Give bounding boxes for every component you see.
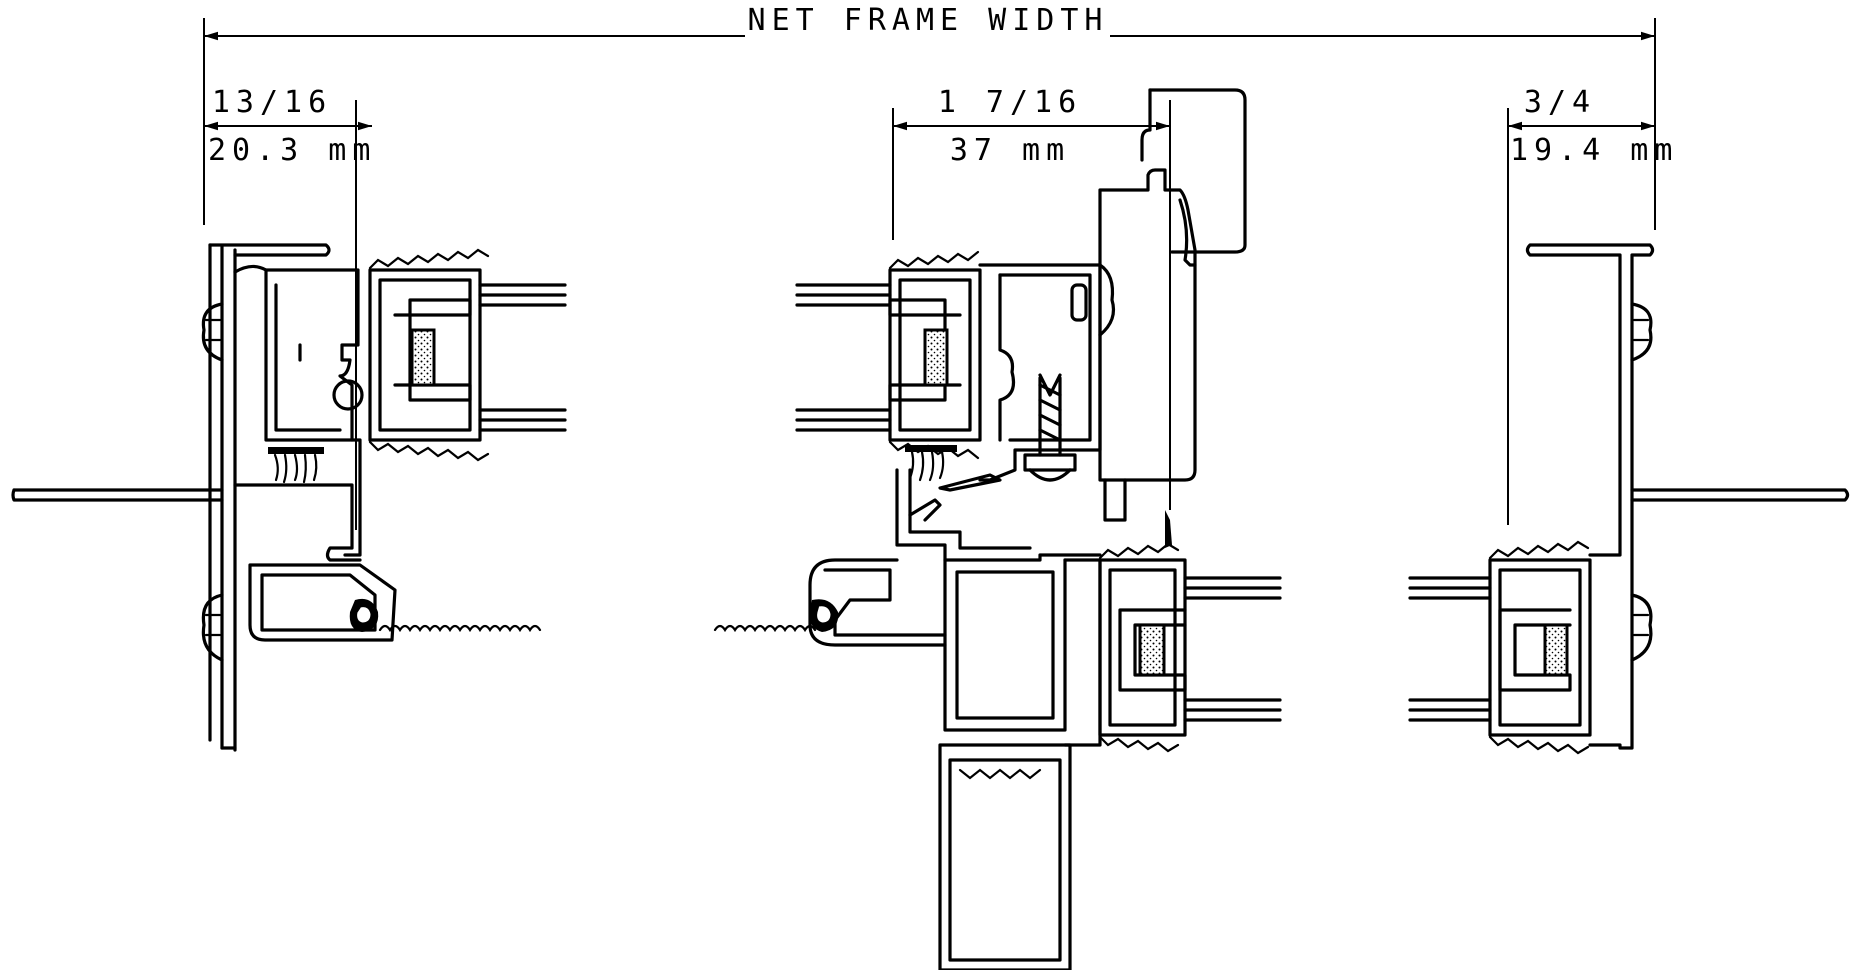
- left-dimension-metric: 20.3 mm: [208, 133, 376, 168]
- screw-icon: [201, 302, 224, 362]
- screw-icon: [1630, 302, 1653, 362]
- net-frame-width-label: NET FRAME WIDTH: [748, 3, 1109, 38]
- right-dimension-imperial: 3/4: [1524, 85, 1596, 120]
- right-dimension-metric: 19.4 mm: [1510, 133, 1678, 168]
- screw-icon: [1023, 373, 1077, 482]
- overall-dimension: NET FRAME WIDTH: [203, 3, 1656, 230]
- center-dimension: 1 7/16 37 mm: [892, 85, 1171, 510]
- center-left-glass-unit: [795, 250, 982, 460]
- center-meeting-rail: [713, 88, 1247, 970]
- latch-icon: [1098, 88, 1247, 548]
- center-right-glass-unit: [1063, 542, 1282, 753]
- right-dimension: 3/4 19.4 mm: [1507, 85, 1678, 525]
- screw-icon: [201, 593, 224, 662]
- left-dimension-imperial: 13/16: [212, 85, 332, 120]
- center-dimension-metric: 37 mm: [950, 133, 1070, 168]
- center-dimension-imperial: 1 7/16: [938, 85, 1082, 120]
- left-frame-jamb: [11, 243, 542, 752]
- weatherstrip-brush: [268, 447, 324, 484]
- screw-icon: [1630, 593, 1653, 662]
- weatherstrip-brush: [905, 445, 957, 482]
- left-dimension: 13/16 20.3 mm: [204, 85, 376, 530]
- right-frame-jamb: [1408, 243, 1850, 755]
- left-glass-unit: [368, 248, 567, 462]
